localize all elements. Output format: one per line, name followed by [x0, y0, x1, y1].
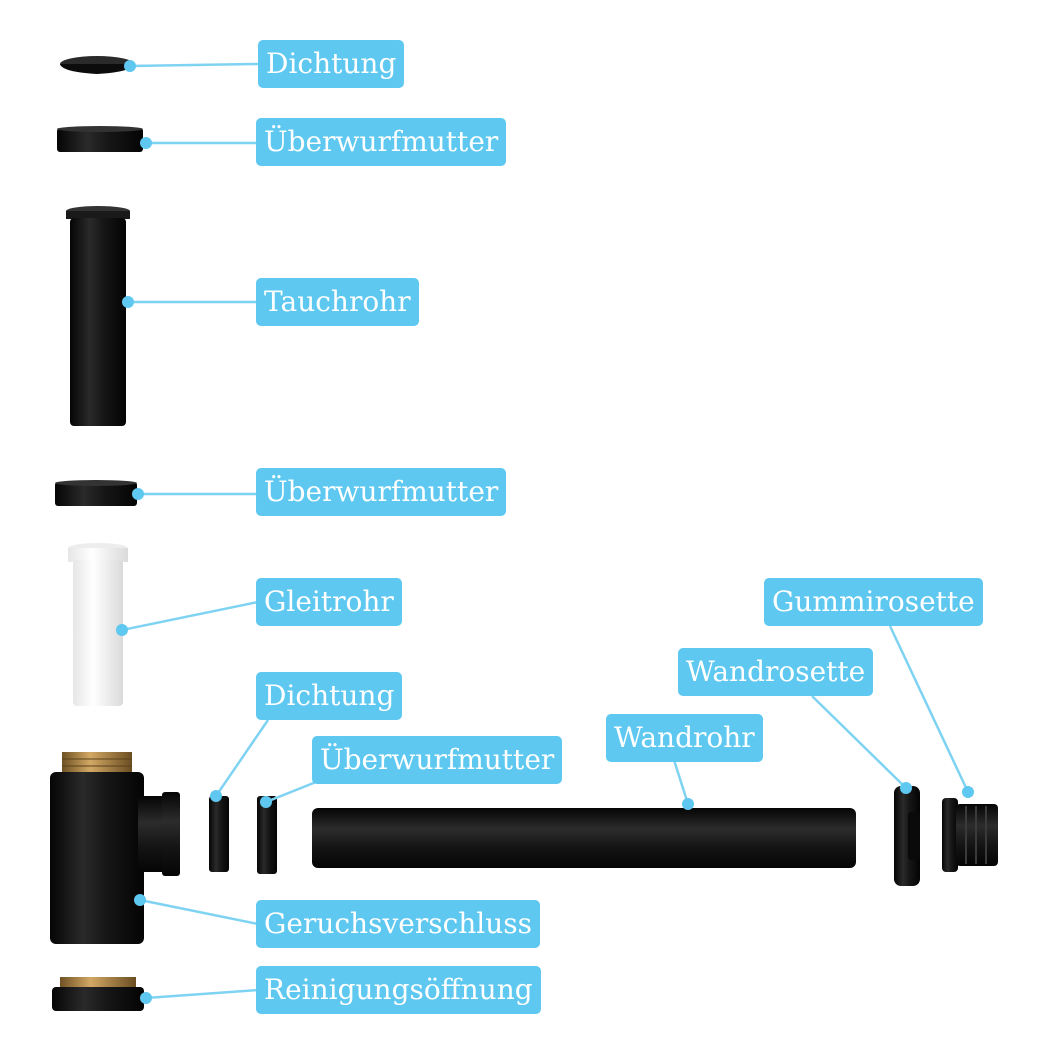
label-dichtung-top: Dichtung	[258, 40, 405, 88]
dot-reinigungsoeffnung	[140, 992, 152, 1004]
label-gummirosette: Gummirosette	[764, 578, 983, 626]
leader-dots	[116, 60, 974, 1004]
dot-dichtung-top	[124, 60, 136, 72]
leader-reinigungsoeffnung	[145, 988, 259, 1000]
ueberwurfmutter-2-part	[55, 480, 137, 506]
label-ueberwurfmutter-side: Überwurfmutter	[312, 736, 563, 784]
ueberwurfmutter-side-part	[257, 796, 277, 874]
label-reinigungsoeffnung: Reinigungsöffnung	[256, 966, 541, 1014]
dichtung-side-part	[209, 796, 229, 872]
dot-dichtung-side	[210, 790, 222, 802]
dot-geruchsverschluss	[134, 894, 146, 906]
reinigungsoeffnung-part	[52, 977, 144, 1011]
wandrohr-part	[312, 808, 856, 868]
dot-gummirosette	[962, 786, 974, 798]
leader-dichtung-top	[129, 62, 259, 68]
ueberwurfmutter-1-part	[57, 126, 143, 152]
leader-gleitrohr	[121, 600, 259, 632]
dot-tauchrohr	[122, 296, 134, 308]
leader-geruchsverschluss	[139, 898, 259, 926]
dot-ueberwurfmutter-2	[132, 488, 144, 500]
dot-ueberwurfmutter-side	[260, 796, 272, 808]
leader-gummirosette	[888, 625, 970, 793]
leader-ueberwurfmutter-side	[265, 780, 317, 804]
dot-ueberwurfmutter-1	[140, 137, 152, 149]
dot-wandrohr	[682, 798, 694, 810]
label-wandrohr: Wandrohr	[606, 714, 763, 762]
label-gleitrohr: Gleitrohr	[256, 578, 402, 626]
label-ueberwurfmutter-1: Überwurfmutter	[256, 118, 507, 166]
dichtung-top-part	[60, 56, 134, 74]
label-tauchrohr: Tauchrohr	[256, 278, 419, 326]
gummirosette-part	[942, 798, 998, 872]
leader-dichtung-side	[214, 719, 270, 797]
label-ueberwurfmutter-2: Überwurfmutter	[256, 468, 507, 516]
label-geruchsverschluss: Geruchsverschluss	[256, 900, 541, 948]
leader-wandrosette	[811, 695, 907, 789]
label-dichtung-side: Dichtung	[256, 672, 403, 720]
wandrosette-part	[894, 786, 920, 886]
dot-gleitrohr	[116, 624, 128, 636]
tauchrohr-part	[66, 206, 130, 426]
leader-lines	[121, 62, 970, 1000]
gleitrohr-part	[68, 543, 128, 706]
geruchsverschluss-part	[50, 752, 180, 944]
leader-wandrohr	[672, 759, 690, 805]
dot-wandrosette	[900, 782, 912, 794]
label-wandrosette: Wandrosette	[678, 648, 874, 696]
